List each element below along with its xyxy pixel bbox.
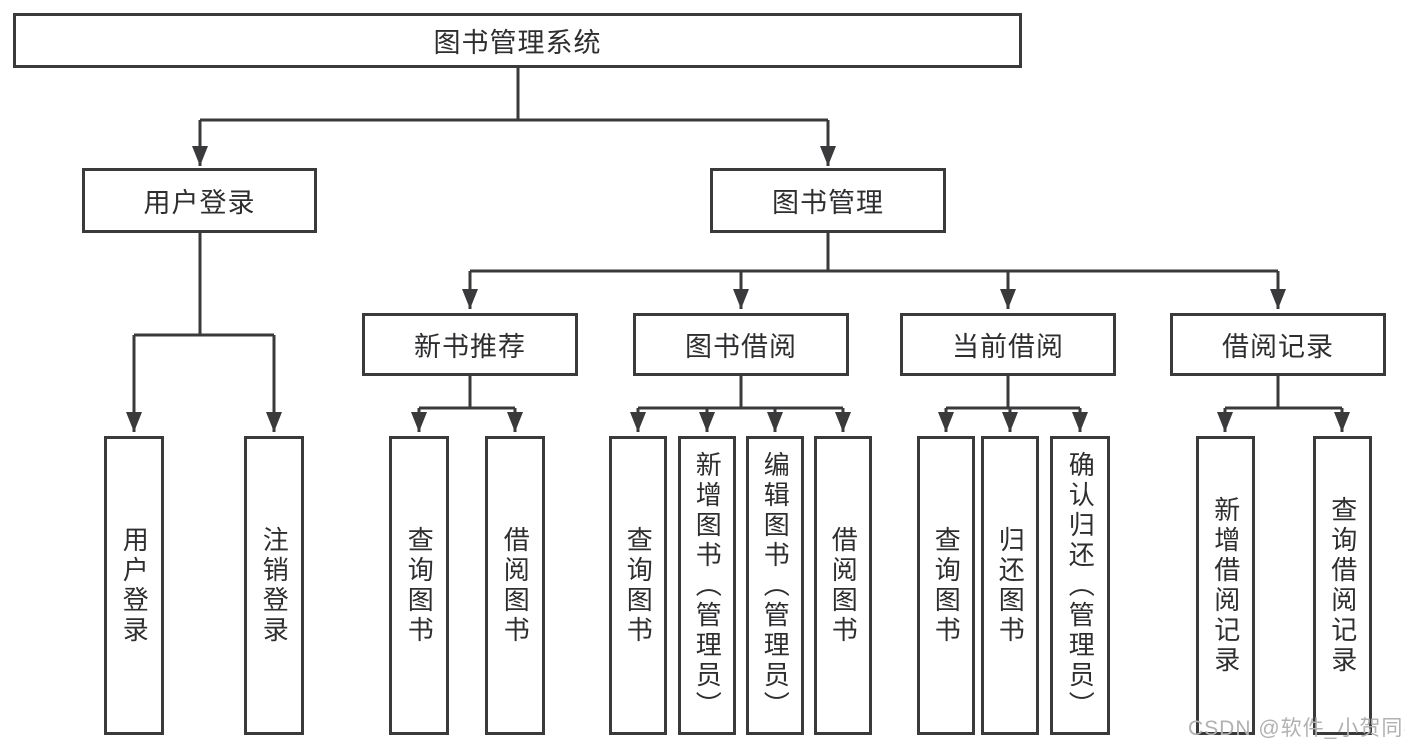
connector-root-trunk: [200, 68, 828, 122]
connector-book-management-trunk: [470, 233, 1278, 273]
node-label: 用户登录: [143, 188, 256, 218]
node-label: 查询图书: [623, 525, 654, 646]
csdn-watermark: CSDN @软件_小贺同学: [1188, 717, 1405, 740]
leaf-add-borrow-record: 新增借阅记录: [1196, 436, 1255, 735]
node-library-management-system: 图书管理系统: [13, 13, 1022, 68]
connector-borrow-records-trunk: [1225, 376, 1342, 410]
leaf-borrow-books-1: 借阅图书: [485, 436, 545, 735]
node-label: 借阅记录: [1222, 332, 1334, 362]
node-book-borrow: 图书借阅: [633, 313, 849, 376]
node-label: 图书借阅: [685, 332, 797, 362]
leaf-edit-book-admin: 编辑图书（管理员）: [746, 436, 804, 735]
node-label: 编辑图书（管理员）: [760, 450, 791, 721]
node-label: 确认归还（管理员）: [1065, 450, 1096, 721]
leaf-query-books-2: 查询图书: [609, 436, 667, 735]
node-label: 查询图书: [404, 525, 435, 646]
node-label: 当前借阅: [952, 332, 1064, 362]
node-label: 查询图书: [931, 525, 962, 646]
leaf-query-borrow-record: 查询借阅记录: [1313, 436, 1372, 735]
node-label: 新增图书（管理员）: [692, 450, 723, 721]
leaf-borrow-books-2: 借阅图书: [814, 436, 872, 735]
node-label: 查询借阅记录: [1327, 495, 1358, 676]
node-current-borrow: 当前借阅: [900, 313, 1116, 376]
leaf-confirm-return-admin: 确认归还（管理员）: [1050, 436, 1110, 735]
leaf-query-books-1: 查询图书: [389, 436, 449, 735]
connector-user-login-trunk: [134, 233, 274, 337]
connector-book-borrow-trunk: [638, 376, 843, 410]
leaf-add-book-admin: 新增图书（管理员）: [678, 436, 736, 735]
leaf-return-book: 归还图书: [981, 436, 1039, 735]
node-label: 注销登录: [259, 525, 290, 646]
node-borrow-records: 借阅记录: [1170, 313, 1386, 376]
node-label: 借阅图书: [500, 525, 531, 646]
node-label: 图书管理系统: [433, 28, 602, 58]
node-label: 用户登录: [119, 525, 150, 646]
leaf-logout-login: 注销登录: [244, 436, 304, 735]
node-label: 图书管理: [772, 188, 884, 218]
leaf-query-books-3: 查询图书: [917, 436, 975, 735]
node-label: 新书推荐: [414, 332, 526, 362]
node-label: 借阅图书: [828, 525, 859, 646]
node-label: 归还图书: [995, 525, 1026, 646]
node-book-management: 图书管理: [710, 168, 946, 233]
node-label: 新增借阅记录: [1210, 495, 1241, 676]
leaf-user-login: 用户登录: [104, 436, 164, 735]
node-user-login: 用户登录: [82, 168, 317, 233]
node-new-book-recommend: 新书推荐: [362, 313, 578, 376]
connector-new-book-trunk: [419, 376, 515, 410]
connector-current-borrow-trunk: [946, 376, 1080, 410]
